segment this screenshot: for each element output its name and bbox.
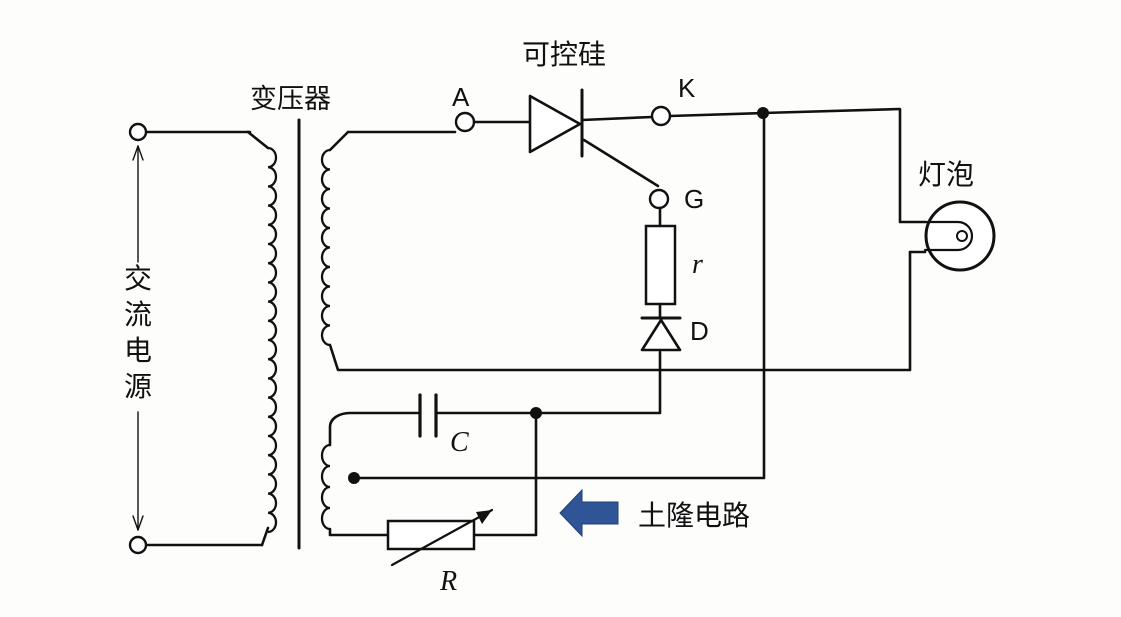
lamp: 灯泡 [918, 158, 996, 272]
primary-coil [267, 146, 278, 534]
lamp-label: 灯泡 [918, 158, 974, 191]
trigger-coil [320, 443, 331, 531]
secondary-coil [320, 148, 331, 347]
arrow-down-icon [132, 515, 144, 531]
transformer-label: 变压器 [250, 84, 331, 115]
center-tap-wire [352, 111, 766, 480]
rheostat-arrowhead [476, 510, 492, 524]
gate-lead [582, 138, 660, 188]
diode-label: D [690, 316, 709, 346]
phase-shift-label: 土隆电路 [638, 499, 750, 532]
anode-label: A [452, 82, 470, 112]
ac-source: 交 流 电 源 [124, 122, 270, 555]
capacitor-label: C [450, 427, 469, 458]
source-label-char-3: 电 [124, 334, 152, 367]
lamp-top-wire [761, 107, 927, 224]
lamp-return-wire [328, 250, 912, 372]
scr: 可控硅 A K G [452, 38, 766, 214]
trigger-coil-top-wire [328, 411, 422, 447]
gate-terminal[interactable] [648, 188, 670, 210]
cathode-to-node-wire [668, 111, 766, 118]
source-label-char-2: 流 [124, 298, 152, 331]
arrow-left-icon [559, 488, 619, 538]
arrow-up-icon [132, 145, 144, 161]
source-label-char-4: 源 [124, 370, 152, 403]
resistor-r-label: r [692, 249, 703, 280]
source-label-char-1: 交 [124, 262, 152, 295]
source-terminal-bottom[interactable] [128, 535, 148, 555]
anode-terminal[interactable] [454, 111, 476, 133]
scr-label: 可控硅 [522, 38, 606, 71]
cathode-label: K [678, 73, 696, 103]
rheostat-right-wire [472, 411, 538, 537]
gate-label: G [684, 184, 704, 214]
rheostat-label: R [439, 566, 457, 597]
primary-coil-lead-bottom [260, 526, 270, 547]
lamp-filament [923, 220, 974, 252]
scr-triangle [528, 94, 582, 154]
diode-triangle [640, 318, 682, 352]
scr-cathode-wire [580, 115, 654, 122]
source-terminal-top[interactable] [128, 122, 148, 142]
trigger-coil-bottom-wire [328, 527, 390, 537]
primary-coil-lead-top [246, 130, 270, 150]
lamp-bulb [924, 200, 996, 272]
secondary-lead-top [328, 130, 350, 152]
lamp-filament-loop [956, 230, 968, 242]
cathode-terminal[interactable] [650, 105, 672, 127]
phase-shift-callout: 土隆电路 [559, 488, 750, 538]
rheostat-arrow-shaft [390, 508, 494, 567]
resistor-r-body [644, 224, 677, 306]
wire-to-diode [534, 350, 662, 415]
